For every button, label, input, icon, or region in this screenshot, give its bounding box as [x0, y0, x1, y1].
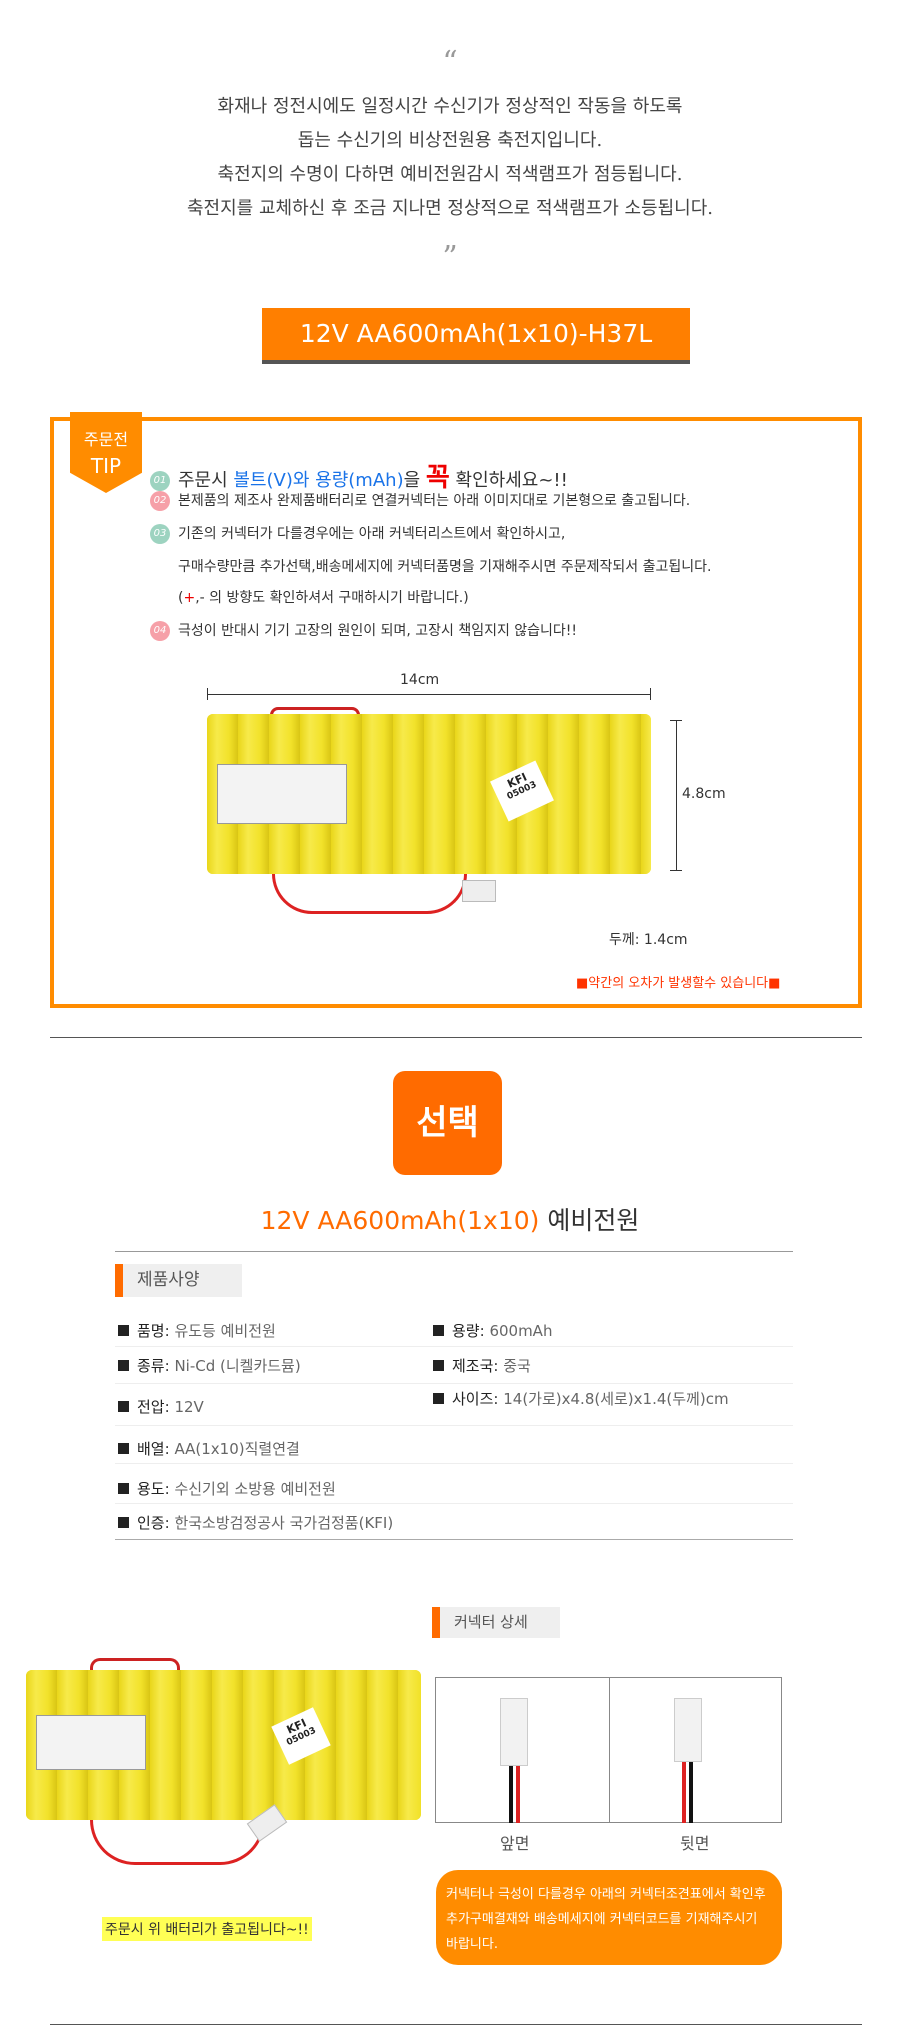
row-separator: [115, 1383, 793, 1384]
divider: [115, 1539, 793, 1540]
tolerance-note: ■약간의 오차가 발생할수 있습니다■: [576, 976, 781, 991]
thickness-label: 두께: 1.4cm: [609, 932, 688, 948]
divider: [115, 1251, 793, 1252]
tip-text: (: [178, 590, 184, 606]
connector-images: [435, 1677, 782, 1823]
tip-text: 을: [403, 470, 426, 491]
intro-text: 화재나 정전시에도 일정시간 수신기가 정상적인 작동을 하도록 돕는 수신기의…: [0, 90, 900, 226]
width-label: 14cm: [400, 672, 440, 688]
front-label: 앞면: [500, 1834, 530, 1853]
tag-line: TIP: [90, 454, 122, 478]
spec-item: 용량: 600mAh: [433, 1320, 552, 1341]
divider: [50, 2024, 862, 2025]
intro-line: 화재나 정전시에도 일정시간 수신기가 정상적인 작동을 하도록: [217, 96, 683, 117]
intro-line: 축전지의 수명이 다하면 예비전원감시 적색램프가 점등됩니다.: [217, 164, 683, 185]
tip-4: 04 극성이 반대시 기기 고장의 원인이 되며, 고장시 책임지지 않습니다!!: [150, 620, 577, 641]
intro-line: 축전지를 교체하신 후 조금 지나면 정상적으로 적색램프가 소등됩니다.: [186, 198, 713, 219]
height-label: 4.8cm: [682, 786, 726, 802]
connector-front-icon: [500, 1698, 528, 1766]
specs-tab-heading: 제품사양: [115, 1264, 242, 1297]
tip-2: 02 본제품의 제조사 완제품배터리로 연결커넥터는 아래 이미지대로 기본형으로…: [150, 490, 690, 511]
width-dimension-line: [207, 694, 651, 695]
row-separator: [115, 1425, 793, 1426]
tip-text: ,- 의 방향도 확인하셔서 구매하시기 바랍니다.): [195, 590, 469, 606]
row-separator: [115, 1346, 793, 1347]
tip-1: 01 주문시 볼트(V)와 용량(mAh)을 꼭 확인하세요~!!: [150, 457, 568, 494]
number-icon: 03: [150, 524, 170, 544]
spec-item: 품명: 유도등 예비전원: [118, 1320, 276, 1341]
tip-text: 기존의 커넥터가 다를경우에는 아래 커넥터리스트에서 확인하시고,: [178, 526, 566, 542]
red-wire: [516, 1753, 520, 1823]
tip-highlight: 볼트(V)와 용량(mAh): [233, 470, 404, 491]
select-badge: 선택: [393, 1071, 502, 1175]
divider: [50, 1037, 862, 1038]
spec-item: 제조국: 중국: [433, 1355, 531, 1376]
section-title-model: 12V AA600mAh(1x10): [260, 1206, 540, 1235]
back-label: 뒷면: [680, 1834, 710, 1853]
tip-text: (+,- 의 방향도 확인하셔서 구매하시기 바랍니다.): [178, 587, 469, 607]
tip-emphasis: 꼭: [425, 463, 450, 493]
spec-item: 용도: 수신기외 소방용 예비전원: [118, 1478, 336, 1499]
height-dimension-line: [676, 720, 677, 871]
spec-item: 배열: AA(1x10)직렬연결: [118, 1438, 300, 1459]
connector-tab-heading: 커넥터 상세: [432, 1607, 560, 1638]
dimension-tick: [650, 688, 651, 700]
battery-label-sticker: [217, 764, 347, 824]
spec-item: 인증: 한국소방검정공사 국가검정품(KFI): [118, 1512, 393, 1533]
tip-text: 확인하세요~!!: [449, 470, 568, 491]
tag-line: 주문전: [83, 430, 129, 449]
spec-item: 전압: 12V: [118, 1396, 204, 1417]
section-title: 12V AA600mAh(1x10) 예비전원: [0, 1201, 900, 1237]
tip-text: 주문시: [178, 470, 234, 491]
open-quote-icon: “: [442, 45, 458, 80]
shipping-note: 주문시 위 배터리가 출고됩니다~!!: [102, 1917, 312, 1941]
connector-note: 커넥터나 극성이 다를경우 아래의 커넥터조견표에서 확인후 추가구매결재와 배…: [436, 1870, 782, 1965]
tip-text: 구매수량만큼 추가선택,배송메세지에 커넥터품명을 기재해주시면 주문제작되서 …: [178, 559, 712, 575]
intro-line: 돕는 수신기의 비상전원용 축전지입니다.: [297, 130, 603, 151]
tip-text: 본제품의 제조사 완제품배터리로 연결커넥터는 아래 이미지대로 기본형으로 출…: [178, 493, 691, 509]
black-wire: [689, 1748, 693, 1823]
number-icon: 01: [150, 471, 170, 491]
tip-text: 극성이 반대시 기기 고장의 원인이 되며, 고장시 책임지지 않습니다!!: [178, 623, 578, 639]
red-wire: [682, 1748, 686, 1823]
tip-3: 03 기존의 커넥터가 다를경우에는 아래 커넥터리스트에서 확인하시고,: [150, 523, 565, 544]
product-title: 12V AA600mAh(1x10)-H37L: [262, 308, 690, 360]
row-separator: [115, 1463, 793, 1464]
tip-tag: 주문전 TIP: [70, 412, 142, 493]
number-icon: 04: [150, 621, 170, 641]
black-wire: [509, 1753, 513, 1823]
row-separator: [115, 1503, 793, 1504]
number-icon: 02: [150, 491, 170, 511]
spec-item: 종류: Ni-Cd (니켈카드뮴): [118, 1355, 301, 1376]
tip-box: [50, 417, 862, 1008]
battery-wire: [90, 1820, 265, 1865]
section-title-suffix: 예비전원: [539, 1206, 640, 1235]
battery-wire: [272, 874, 467, 914]
battery-wire: [90, 1658, 180, 1674]
spec-item: 사이즈: 14(가로)x4.8(세로)x1.4(두께)cm: [433, 1388, 729, 1409]
dimension-tick: [207, 688, 208, 700]
close-quote-icon: ”: [442, 240, 458, 275]
plus-sign: +: [183, 590, 196, 606]
connector-plug: [462, 880, 496, 902]
connector-back-icon: [674, 1698, 702, 1762]
battery-label-sticker: [36, 1715, 146, 1770]
dimension-tick: [670, 720, 682, 721]
dimension-tick: [670, 870, 682, 871]
